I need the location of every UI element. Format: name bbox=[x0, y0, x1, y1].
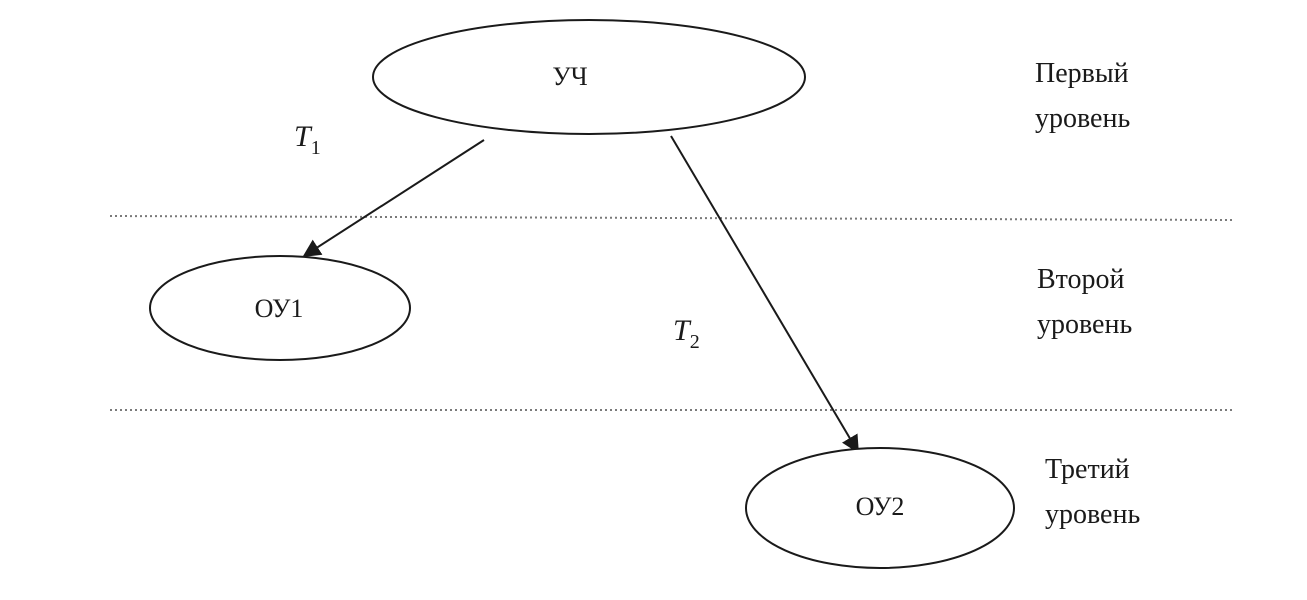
level-label-third: Третий уровень bbox=[1045, 454, 1140, 530]
level-label-first: Первый уровень bbox=[1035, 58, 1130, 134]
level-2-line-1: Второй bbox=[1037, 264, 1125, 295]
node-uch-label: УЧ bbox=[552, 62, 587, 91]
edge-label-t2-subscript: 2 bbox=[690, 331, 700, 353]
edge-label-t1: T1 bbox=[294, 120, 321, 159]
level-label-second: Второй уровень bbox=[1037, 264, 1132, 340]
node-uch: УЧ bbox=[372, 19, 806, 135]
level-3-line-1: Третий bbox=[1045, 454, 1130, 485]
node-ou1-label: ОУ1 bbox=[255, 294, 304, 323]
node-ou2-ellipse bbox=[745, 447, 1015, 569]
node-ou1-ellipse bbox=[149, 255, 411, 361]
divider-level-1-2 bbox=[109, 215, 1233, 221]
node-uch-ellipse bbox=[372, 19, 806, 135]
edge-label-t2: T2 bbox=[673, 314, 700, 353]
edge-label-t1-subscript: 1 bbox=[311, 137, 321, 159]
level-1-line-1: Первый bbox=[1035, 58, 1129, 89]
node-ou2: ОУ2 bbox=[745, 447, 1015, 569]
edge-uch-to-ou1 bbox=[302, 139, 485, 257]
level-2-line-2: уровень bbox=[1037, 309, 1132, 340]
edge-label-t2-symbol: T bbox=[673, 314, 692, 347]
level-1-line-2: уровень bbox=[1035, 103, 1130, 134]
edge-uch-to-ou2 bbox=[670, 135, 859, 454]
edge-label-t1-symbol: T bbox=[294, 120, 313, 153]
node-ou2-label: ОУ2 bbox=[856, 492, 905, 521]
level-3-line-2: уровень bbox=[1045, 499, 1140, 530]
node-ou1: ОУ1 bbox=[149, 255, 411, 361]
